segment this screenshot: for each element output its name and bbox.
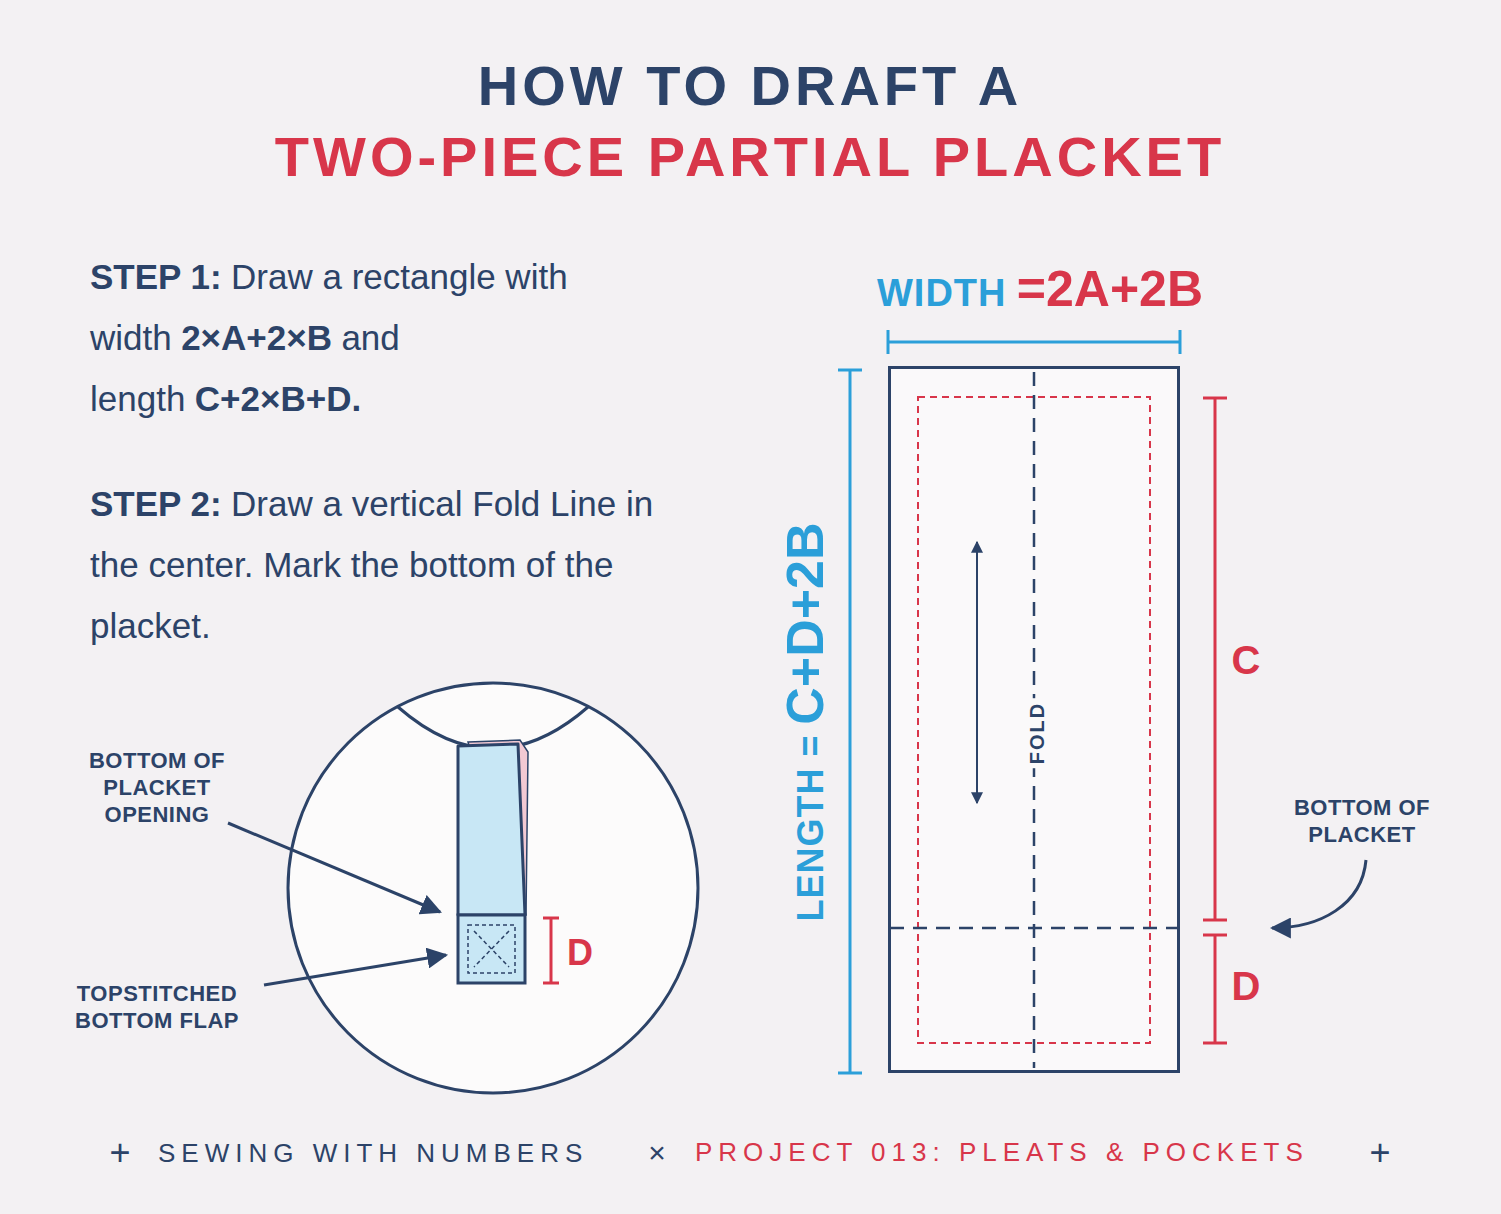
c-d-dimension — [1203, 398, 1227, 1043]
callout: TOPSTITCHED BOTTOM FLAP — [72, 980, 242, 1034]
step-heading: STEP 2: — [90, 484, 222, 523]
text-group: PROJECT 013: PLEATS & POCKETS — [695, 1138, 1309, 1168]
text-group: LENGTH = C+D+2B — [776, 522, 836, 921]
dimension-tick — [838, 1072, 862, 1075]
callout: BOTTOM OF PLACKET — [1275, 794, 1450, 848]
dimension-label: D — [1232, 964, 1261, 1008]
text-group: + — [109, 1132, 130, 1173]
formula: C+2×B+D. — [195, 379, 361, 418]
dimension-tick — [543, 982, 559, 985]
pattern-fill — [888, 366, 1180, 1073]
dimension-tick — [838, 369, 862, 372]
dimension-name: LENGTH = — [790, 735, 831, 922]
topstitch-box — [468, 925, 515, 973]
dimension-label: D — [563, 930, 597, 976]
dimension-line — [1214, 398, 1217, 920]
text-group: × — [648, 1136, 666, 1171]
leader-arrow — [228, 823, 440, 912]
text-group: STEP 2:Draw a vertical Fold Line in the … — [90, 477, 680, 660]
footer-mark: + — [1369, 1132, 1390, 1173]
title-line: TWO-PIECE PARTIAL PLACKET — [275, 125, 1225, 188]
text-group: BOTTOM OF PLACKET OPENING — [67, 747, 247, 828]
grainline — [976, 542, 978, 803]
leader-arrow — [264, 955, 446, 985]
circle-outline-svg — [286, 681, 700, 1095]
placket-piece — [458, 744, 525, 915]
placket-bottom-line — [890, 927, 1178, 930]
dimension-tick — [1203, 934, 1227, 937]
text-group: WIDTH=2A+2B — [877, 261, 1203, 319]
dimension-formula: =2A+2B — [1017, 261, 1203, 317]
title: HOW TO DRAFT A — [478, 53, 1022, 118]
dimension-line — [550, 918, 553, 983]
fold-label: FOLD — [1023, 698, 1051, 768]
bottom-flap — [458, 915, 525, 983]
dimension-formula: C+D+2B — [776, 522, 834, 724]
dimension-line — [1214, 935, 1217, 1043]
dimension-line — [888, 341, 1180, 344]
step-heading: STEP 1: — [90, 257, 222, 296]
callout: BOTTOM OF PLACKET OPENING — [67, 747, 247, 828]
formula: 2×A+2×B — [181, 318, 332, 357]
width-dimension — [888, 330, 1180, 354]
caption: SEWING WITH NUMBERS — [158, 1138, 588, 1169]
footer-mark: × — [648, 1136, 666, 1169]
dimension-label: C — [1232, 638, 1261, 682]
detail-circle: D — [286, 681, 700, 1095]
text-group: TWO-PIECE PARTIAL PLACKET — [275, 125, 1225, 189]
topstitch-cross — [474, 931, 509, 967]
footer-mark: + — [109, 1132, 130, 1173]
text-group: STEP 1:Draw a rectangle with width2×A+2×… — [90, 250, 635, 433]
dimension-line — [849, 370, 852, 1073]
circle-outline — [288, 683, 698, 1093]
leader-arrow — [1272, 860, 1366, 928]
dimension-tick — [1179, 330, 1182, 354]
text-group: TOPSTITCHED BOTTOM FLAP — [72, 980, 242, 1034]
text-group: + — [1369, 1132, 1390, 1173]
length-dimension — [838, 370, 862, 1073]
dimension-tick — [543, 917, 559, 920]
detail-circle-fill — [287, 682, 699, 1094]
dimension-tick — [1203, 397, 1227, 400]
footer-project: PROJECT 013: PLEATS & POCKETS — [695, 1137, 1309, 1167]
flap-dimension — [543, 918, 559, 983]
text-group: C — [1232, 637, 1261, 683]
dimension-tick — [1203, 919, 1227, 922]
text-group: D — [1232, 963, 1261, 1009]
pattern-piece: FOLD — [888, 366, 1180, 1073]
dimension-tick — [887, 330, 890, 354]
dimension-tick — [1203, 1042, 1227, 1045]
dimension-name: WIDTH — [877, 272, 1007, 314]
text-group: BOTTOM OF PLACKET — [1275, 794, 1450, 848]
